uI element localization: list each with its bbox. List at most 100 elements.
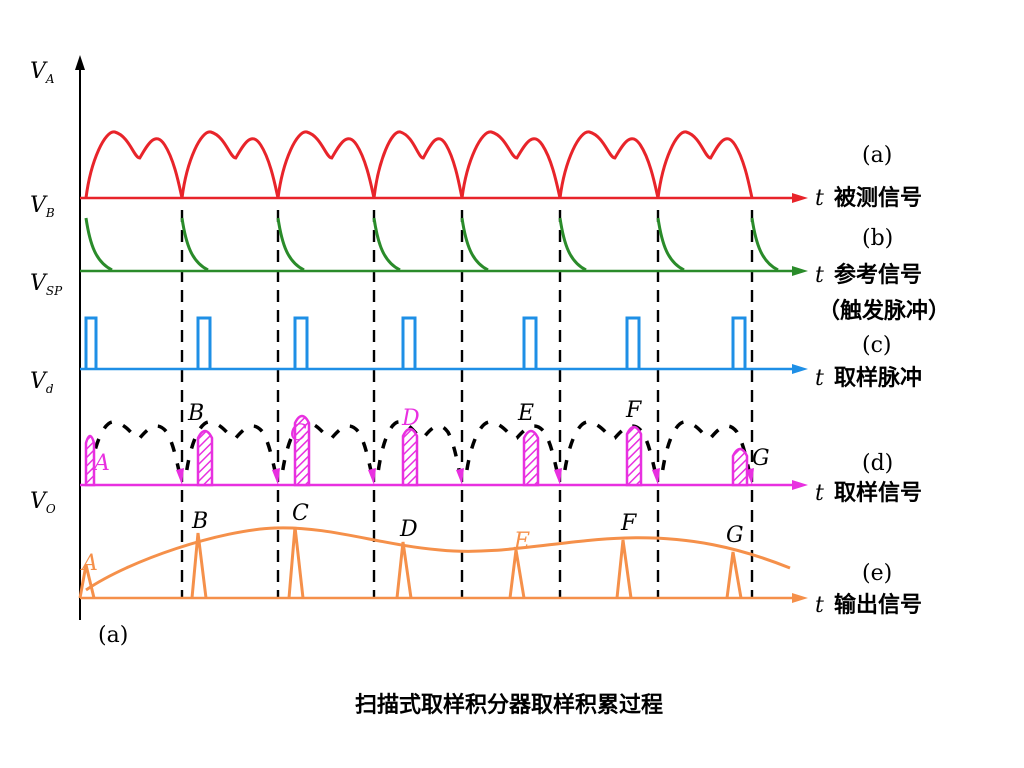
sampled-bar [625,425,643,487]
measured-wave-period [558,130,660,199]
output-spike [395,541,413,599]
y-label-d: Vd [30,369,54,396]
sampling-pulse [522,316,538,369]
sampling-pulse [625,316,641,369]
trace-c-arrow [792,364,808,374]
measured-wave-period [84,130,184,199]
sampled-bar [522,429,540,487]
label-b-2: （触发脉冲） [818,298,950,324]
sampling-pulse [731,316,747,369]
sample-point-labels-e: A B C D E F G [80,501,744,576]
sample-tick-arrow [272,468,280,485]
output-spike [78,564,96,599]
sampling-pulse [196,316,212,369]
y-label-b: VB [30,193,55,220]
trace-sampling-pulse [80,316,808,374]
y-labels: VA VB VSP Vd VO [30,59,63,516]
signal-ghost [563,420,658,476]
t-symbol-e: t [815,593,824,618]
sampled-bar [401,427,419,487]
label-d: 取样信号 [834,480,922,506]
trigger-pulse [84,217,113,272]
output-envelope [85,526,791,592]
sample-tick-arrow [456,468,464,485]
output-spike [190,532,208,599]
trigger-pulse [372,217,401,272]
t-symbol-c: t [815,366,824,391]
y-label-e: VO [30,489,56,516]
sample-tick-arrow [554,468,562,485]
trigger-pulse [558,217,587,272]
trace-measured-signal [80,130,808,203]
figure-tag: (a) [98,623,128,648]
signal-ghost [376,420,462,476]
sample-point-label: B [187,401,204,426]
tag-d: (d) [862,451,893,476]
trigger-pulse [460,217,489,272]
trigger-pulse [656,217,685,272]
sample-point-label: C [290,421,307,446]
sample-point-label: F [625,398,642,423]
output-point-label: E [513,529,530,554]
sampled-bar [731,447,749,487]
measured-wave-period [180,130,280,199]
label-b: 参考信号 [834,262,922,288]
trace-d-arrow [792,480,808,490]
y-label-a: VA [30,59,55,86]
output-spike [508,549,526,599]
output-point-label: D [399,517,418,542]
trigger-pulse [180,217,209,272]
trace-b-arrow [792,266,808,276]
t-symbol-a: t [815,186,824,211]
sample-point-label: D [401,406,420,431]
output-spike [615,539,633,599]
tag-e: (e) [862,561,892,586]
label-a: 被测信号 [834,185,922,211]
measured-wave-period [656,130,754,199]
signal-ghost [89,420,182,476]
signal-ghost [185,420,278,476]
figure-caption: 扫描式取样积分器取样积累过程 [355,692,663,718]
output-spike [725,551,743,599]
tag-b: (b) [862,226,893,251]
trace-reference-signal [80,217,808,276]
vertical-axis-arrow [75,55,85,70]
sampling-pulse [293,316,309,369]
sample-point-label: E [517,401,534,426]
t-symbol-d: t [815,481,824,506]
signal-ghost [465,420,560,476]
sampling-pulse [401,316,417,369]
signal-ghost [660,420,752,476]
sample-tick-arrow [746,468,754,485]
sample-tick-arrow [368,468,376,485]
trace-a-arrow [792,193,808,203]
output-point-label: G [726,523,744,548]
output-spike [287,526,305,599]
label-c: 取样脉冲 [834,365,922,391]
output-point-label: F [620,511,637,536]
sample-tick-arrow [176,468,184,485]
y-label-c: VSP [30,271,63,298]
sampled-bar [196,429,214,487]
trigger-pulse [276,217,305,272]
trigger-pulse [750,217,779,272]
tag-a: (a) [862,143,892,168]
label-e: 输出信号 [834,592,922,618]
output-point-label: B [191,509,208,534]
sample-point-label: G [752,446,770,471]
sampled-bar [293,414,311,487]
t-symbol-b: t [815,263,824,288]
trace-output-signal [78,526,808,603]
output-point-label: A [80,551,98,576]
tag-c: (c) [862,333,892,358]
measured-wave-period [460,130,562,199]
sampling-pulse [84,316,98,369]
output-point-label: C [292,501,309,526]
sync-dashed-lines [180,210,754,598]
trace-e-arrow [792,593,808,603]
measured-wave-period [276,130,376,199]
trace-labels: (a) t 被测信号 (b) t 参考信号 （触发脉冲） (c) t 取样脉冲 … [815,143,950,618]
sample-tick-arrow [652,468,660,485]
